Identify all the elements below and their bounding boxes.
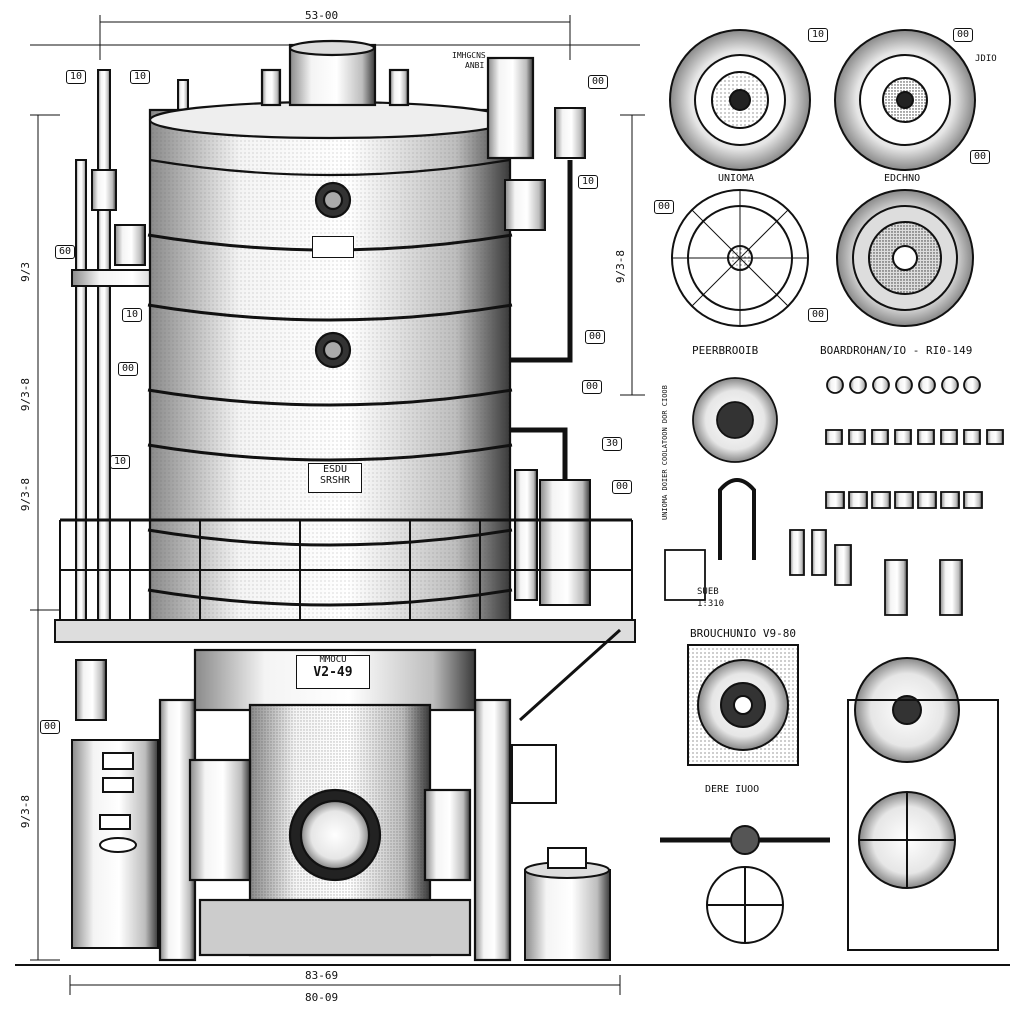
callout-tag: 00 [585, 330, 606, 344]
pump-assembly [660, 644, 999, 951]
callout-tag: 10 [110, 455, 131, 469]
callout-tag: 00 [588, 75, 609, 89]
detail-discs [669, 29, 976, 327]
section-label-right: BOARDROHAN/IO - RI0-149 [820, 344, 973, 357]
corner-note: JDIO [975, 54, 997, 64]
tank-nameplate-upper [312, 236, 354, 258]
base-nameplate: MMOCU V2-49 [296, 655, 370, 689]
callout-tag: 10 [130, 70, 151, 84]
dim-bottom-1: 83-69 [305, 969, 339, 982]
small-tank [511, 744, 611, 961]
callout-tag: 30 [602, 437, 623, 451]
callout-tag: 00 [582, 380, 603, 394]
callout-tag: 10 [808, 28, 829, 42]
right-piping [504, 107, 591, 606]
scale-note-1: SUEB [697, 587, 719, 597]
tank-nameplate-line2: SRSHR [319, 475, 351, 486]
side-text: UNIOMA DOIER COOLATOON DOR CIOOB [661, 385, 669, 520]
dim-left-lower: 9/3-8 [19, 795, 32, 829]
section-label-left: PEERBROOIB [692, 344, 759, 357]
top-note-1: IMHGCNS [452, 51, 486, 60]
base-nameplate-line1: MMOCU [319, 655, 347, 665]
callout-tag: 00 [953, 28, 974, 42]
tank-nameplate-line1: ESDU [322, 464, 348, 475]
tank-nameplate: ESDU SRSHR [308, 463, 362, 493]
dim-left-mid: 9/3-8 [19, 378, 32, 412]
dim-left-mid2: 9/3-8 [19, 478, 32, 512]
walkway [54, 518, 636, 722]
callout-tag: 10 [66, 70, 87, 84]
dim-right-height: 9/3-8 [614, 250, 627, 284]
callout-tag: 60 [55, 245, 76, 259]
callout-tag: 00 [40, 720, 61, 734]
callout-tag: 00 [654, 200, 675, 214]
tank-base [158, 648, 512, 962]
control-cabinet [71, 739, 159, 949]
disc-label-1: UNIOMA [718, 173, 755, 184]
callout-tag: 00 [118, 362, 139, 376]
callout-tag: 10 [122, 308, 143, 322]
dim-left-upper: 9/3 [19, 262, 32, 282]
pump-label: BROUCHUNIO V9-80 [690, 627, 796, 640]
dim-bottom-2: 80-09 [305, 991, 339, 1004]
scale-note-2: 1:310 [697, 599, 725, 609]
callout-tag: 00 [970, 150, 991, 164]
pump-sublabel: DERE IUOO [705, 784, 760, 795]
disc-label-2: EDCHNO [884, 173, 921, 184]
callout-tag: 00 [808, 308, 829, 322]
parts-grid [664, 376, 1004, 616]
top-note-2: ANBI [465, 61, 485, 70]
callout-tag: 10 [578, 175, 599, 189]
callout-tag: 00 [612, 480, 633, 494]
dim-top-width: 53-00 [305, 9, 339, 22]
base-nameplate-line2: V2-49 [313, 664, 353, 680]
dimension-lines [15, 15, 1010, 995]
main-tank [147, 39, 535, 632]
